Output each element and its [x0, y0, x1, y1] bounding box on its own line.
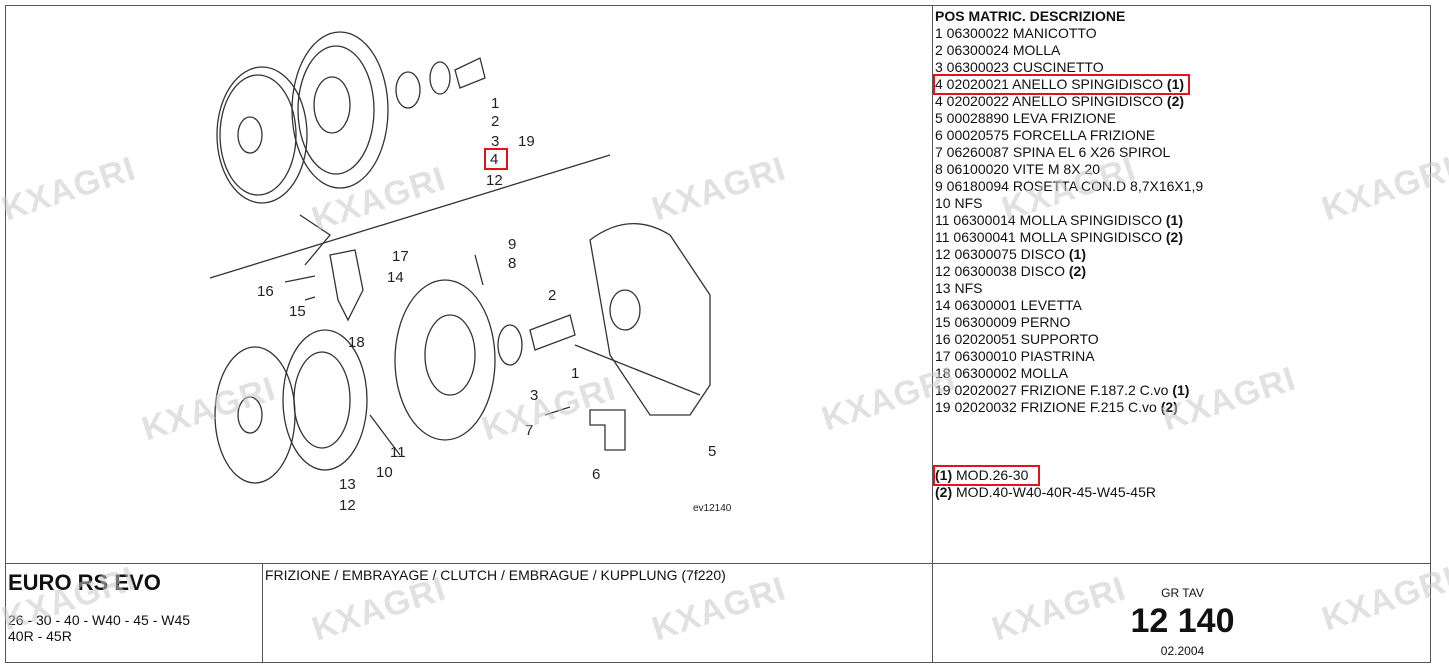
callout-label: 15	[289, 303, 306, 320]
callout-label: 9	[508, 236, 517, 253]
parts-list-row: 6 00020575 FORCELLA FRIZIONE	[935, 127, 1203, 144]
part-model-note: (2)	[1165, 229, 1183, 245]
callout-label: 1	[571, 365, 580, 382]
parts-list-row: 4 02020022 ANELLO SPINGIDISCO (2)	[935, 93, 1203, 110]
callout-label: 8	[508, 255, 517, 272]
parts-list-row: 8 06100020 VITE M 8X 20	[935, 161, 1203, 178]
part-text: 3 06300023 CUSCINETTO	[935, 59, 1104, 75]
parts-list-row: 12 06300038 DISCO (2)	[935, 263, 1203, 280]
callout-label: 12	[339, 497, 356, 514]
callout-label: 10	[376, 464, 393, 481]
callout-label: 2	[548, 287, 557, 304]
callout-label: 14	[387, 269, 404, 286]
page-frame	[5, 5, 1431, 663]
part-text: 8 06100020 VITE M 8X 20	[935, 161, 1100, 177]
model-note-row: (1) MOD.26-30	[932, 465, 1041, 486]
part-text: 11 06300041 MOLLA SPINGIDISCO	[935, 229, 1162, 245]
model-note-row: (2) MOD.40-W40-40R-45-W45-45R	[935, 484, 1203, 501]
gr-tav-label: GR TAV	[1161, 586, 1204, 600]
callout-label: 6	[592, 466, 601, 483]
callout-label: 5	[708, 443, 717, 460]
callout-label: 17	[392, 248, 409, 265]
part-text: 5 00028890 LEVA FRIZIONE	[935, 110, 1117, 126]
callout-label: 7	[525, 422, 534, 439]
divider	[5, 563, 1431, 564]
part-text: 15 06300009 PERNO	[935, 314, 1071, 330]
table-title: FRIZIONE / EMBRAYAGE / CLUTCH / EMBRAGUE…	[265, 567, 726, 583]
diagram-code: ev12140	[693, 503, 732, 514]
parts-list-row: 19 02020027 FRIZIONE F.187.2 C.vo (1)	[935, 382, 1203, 399]
part-model-note: (2)	[1166, 93, 1185, 109]
part-model-note: (1)	[1165, 212, 1183, 228]
callout-label: 1	[491, 95, 500, 112]
parts-list-row: 3 06300023 CUSCINETTO	[935, 59, 1203, 76]
part-text: 12 06300075 DISCO	[935, 246, 1065, 262]
model-variants: 26 - 30 - 40 - W40 - 45 - W45 40R - 45R	[8, 612, 190, 644]
parts-list-row: 5 00028890 LEVA FRIZIONE	[935, 110, 1203, 127]
part-text: 19 02020027 FRIZIONE F.187.2 C.vo	[935, 382, 1169, 398]
parts-list-row: 11 06300041 MOLLA SPINGIDISCO (2)	[935, 229, 1203, 246]
parts-list-row: 9 06180094 ROSETTA CON.D 8,7X16X1,9	[935, 178, 1203, 195]
part-text: 11 06300014 MOLLA SPINGIDISCO	[935, 212, 1162, 228]
callout-label: 12	[486, 172, 503, 189]
table-number: 12 140	[1130, 602, 1235, 640]
parts-list-row: 18 06300002 MOLLA	[935, 365, 1203, 382]
callout-label: 18	[348, 334, 365, 351]
part-text: 4 02020021 ANELLO SPINGIDISCO	[935, 76, 1164, 92]
callout-label: 19	[518, 133, 535, 150]
parts-list-row: 15 06300009 PERNO	[935, 314, 1203, 331]
note-text: MOD.26-30	[956, 467, 1029, 483]
part-text: 12 06300038 DISCO	[935, 263, 1065, 279]
parts-list-row: 11 06300014 MOLLA SPINGIDISCO (1)	[935, 212, 1203, 229]
parts-list-row: 17 06300010 PIASTRINA	[935, 348, 1203, 365]
parts-list-row: 13 NFS	[935, 280, 1203, 297]
part-text: 7 06260087 SPINA EL 6 X26 SPIROL	[935, 144, 1171, 160]
parts-list-row: 4 02020021 ANELLO SPINGIDISCO (1)	[932, 74, 1191, 95]
parts-list-header: POS MATRIC. DESCRIZIONE	[935, 8, 1126, 24]
part-text: 9 06180094 ROSETTA CON.D 8,7X16X1,9	[935, 178, 1204, 194]
parts-list-row: 14 06300001 LEVETTA	[935, 297, 1203, 314]
note-text: MOD.40-W40-40R-45-W45-45R	[956, 484, 1156, 500]
part-text: 6 00020575 FORCELLA FRIZIONE	[935, 127, 1156, 143]
part-model-note: (1)	[1068, 246, 1086, 262]
part-text: 14 06300001 LEVETTA	[935, 297, 1082, 313]
parts-list-row: 19 02020032 FRIZIONE F.215 C.vo (2)	[935, 399, 1203, 416]
model-name: EURO RS EVO	[8, 570, 161, 595]
part-text: 17 06300010 PIASTRINA	[935, 348, 1095, 364]
part-text: 2 06300024 MOLLA	[935, 42, 1061, 58]
parts-list-row: 2 06300024 MOLLA	[935, 42, 1203, 59]
part-text: 4 02020022 ANELLO SPINGIDISCO	[935, 93, 1164, 109]
part-text: 16 02020051 SUPPORTO	[935, 331, 1099, 347]
divider	[932, 5, 933, 663]
table-date: 02.2004	[1160, 644, 1205, 658]
variants-line: 26 - 30 - 40 - W40 - 45 - W45	[8, 612, 191, 628]
parts-list-row: 16 02020051 SUPPORTO	[935, 331, 1203, 348]
part-model-note: (2)	[1068, 263, 1086, 279]
parts-list-row: 12 06300075 DISCO (1)	[935, 246, 1203, 263]
note-key: (2)	[935, 484, 953, 500]
callout-label: 3	[491, 133, 500, 150]
part-model-note: (1)	[1166, 76, 1185, 92]
callout-label: 13	[339, 476, 356, 493]
part-model-note: (1)	[1172, 382, 1190, 398]
part-model-note: (2)	[1160, 399, 1178, 415]
callout-label: 2	[491, 113, 500, 130]
part-text: 10 NFS	[935, 195, 983, 211]
parts-list-row: 7 06260087 SPINA EL 6 X26 SPIROL	[935, 144, 1203, 161]
parts-list-row: 10 NFS	[935, 195, 1203, 212]
callout-label: 16	[257, 283, 274, 300]
note-key: (1)	[935, 467, 953, 483]
callout-label: 3	[530, 387, 539, 404]
clutch-exploded-diagram	[209, 31, 711, 484]
part-text: 1 06300022 MANICOTTO	[935, 25, 1097, 41]
divider	[262, 563, 263, 663]
part-text: 18 06300002 MOLLA	[935, 365, 1069, 381]
parts-list: POS MATRIC. DESCRIZIONE 1 06300022 MANIC…	[932, 8, 1203, 501]
part-text: 13 NFS	[935, 280, 983, 296]
callout-label: 11	[390, 444, 406, 461]
parts-list-row: 1 06300022 MANICOTTO	[935, 25, 1203, 42]
part-text: 19 02020032 FRIZIONE F.215 C.vo	[935, 399, 1157, 415]
variants-line: 40R - 45R	[8, 628, 72, 644]
callout-label: 4	[490, 151, 499, 168]
